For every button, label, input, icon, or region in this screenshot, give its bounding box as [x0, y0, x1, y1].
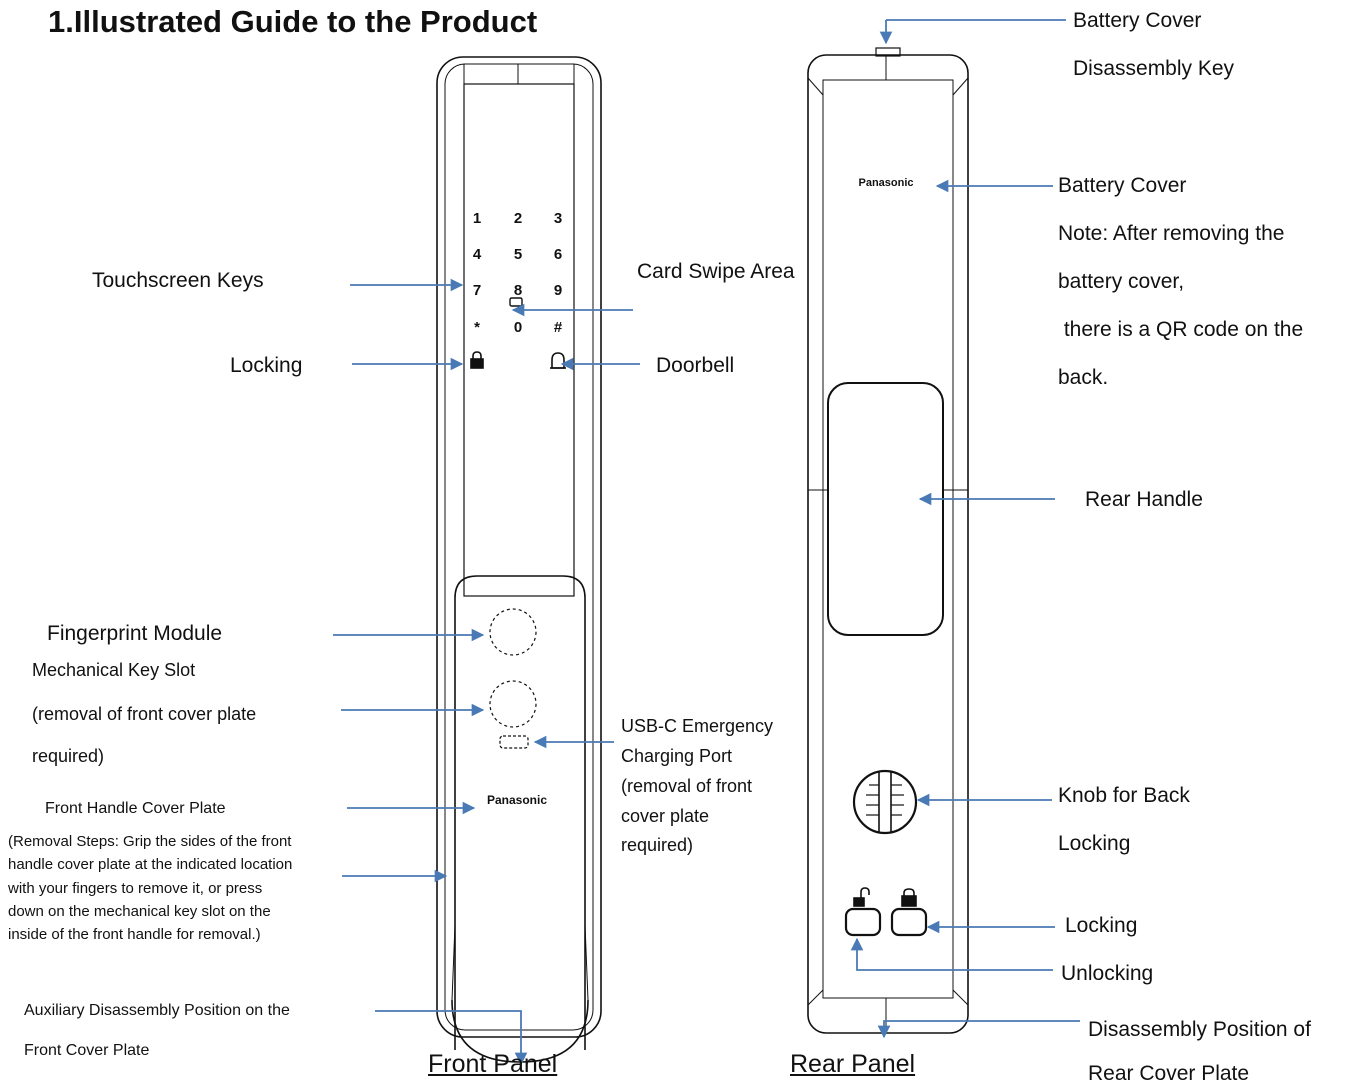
rear-lock-icon — [901, 888, 917, 907]
removal-steps-line-4: down on the mechanical key slot on the — [8, 902, 271, 920]
rear-panel-inner — [822, 79, 954, 999]
unlock-icon — [853, 887, 870, 907]
touchscreen-area — [463, 83, 575, 597]
label-note-1: Note: After removing the — [1058, 222, 1285, 245]
callout-arrows — [333, 19, 1080, 1066]
label-usbc-2: Charging Port — [621, 746, 733, 766]
label-rear-cover-1: Disassembly Position of — [1088, 1018, 1311, 1041]
front-panel — [436, 56, 602, 1063]
keypad: 1 2 3 4 5 6 7 8 9 * 0 # — [473, 210, 563, 336]
label-note-2: battery cover, — [1058, 270, 1185, 293]
fingerprint-sensor — [489, 608, 537, 656]
label-battery-cover-key-2: Disassembly Key — [1073, 57, 1235, 80]
caption-rear-panel: Rear Panel — [790, 1050, 916, 1078]
keypad-key: 9 — [554, 282, 562, 299]
front-handle-cover-plate — [454, 575, 586, 1050]
arrow-unlocking — [850, 937, 1053, 971]
label-card-swipe-area: Card Swipe Area — [637, 260, 795, 283]
label-removal-steps: (Removal Steps: Grip the sides of the fr… — [8, 830, 292, 946]
rear-panel — [807, 47, 969, 1034]
label-aux-disassembly-1: Auxiliary Disassembly Position on the — [24, 1002, 290, 1019]
label-usbc-1: USB-C Emergency — [621, 716, 774, 736]
keypad-key: 0 — [514, 319, 522, 336]
keypad-key: 3 — [554, 210, 562, 227]
keypad-key: 5 — [514, 246, 522, 263]
front-panel-top-cap — [463, 63, 575, 85]
rear-brand: Panasonic — [858, 177, 913, 189]
keypad-key: 7 — [473, 282, 481, 299]
keypad-key: 4 — [473, 246, 482, 263]
label-doorbell: Doorbell — [656, 354, 735, 377]
removal-steps-line-5: inside of the front handle for removal.) — [8, 926, 261, 943]
keypad-key: * — [474, 319, 480, 336]
unlock-button — [844, 907, 882, 937]
label-knob-2: Locking — [1058, 832, 1131, 855]
battery-cover-key — [875, 47, 901, 57]
front-brand: Panasonic — [487, 793, 547, 807]
label-aux-disassembly-2: Front Cover Plate — [24, 1042, 150, 1059]
keypad-key: 8 — [514, 282, 522, 299]
label-locking-front: Locking — [230, 354, 303, 377]
keypad-key: 6 — [554, 246, 562, 263]
arrow-aux-disassembly — [375, 1010, 528, 1066]
label-battery-cover-key-1: Battery Cover — [1073, 9, 1202, 32]
front-panel-outer — [436, 56, 602, 1038]
removal-steps-line-1: (Removal Steps: Grip the sides of the fr… — [8, 833, 292, 850]
label-mech-key-slot-2: (removal of front cover plate — [32, 704, 257, 724]
lock-icon — [470, 351, 484, 369]
front-panel-inner-edge — [444, 63, 594, 1031]
label-knob-1: Knob for Back — [1058, 784, 1190, 807]
page-title: 1.Illustrated Guide to the Product — [48, 4, 538, 39]
arrow-rear-cover — [877, 1020, 1080, 1039]
label-usbc-4: cover plate — [621, 806, 710, 826]
label-note-4: back. — [1058, 366, 1109, 389]
label-rear-handle: Rear Handle — [1085, 488, 1203, 511]
label-rear-cover-2: Rear Cover Plate — [1088, 1062, 1250, 1085]
removal-steps-line-3: with your fingers to remove it, or press — [8, 879, 263, 897]
rear-handle — [827, 382, 944, 636]
mechanical-key-slot — [489, 680, 537, 728]
bell-icon — [550, 352, 566, 369]
label-locking-rear: Locking — [1065, 914, 1138, 937]
label-unlocking: Unlocking — [1061, 962, 1154, 985]
label-usbc-3: (removal of front — [621, 776, 753, 796]
label-battery-cover: Battery Cover — [1058, 174, 1187, 197]
usbc-port — [499, 735, 529, 749]
label-mech-key-slot-1: Mechanical Key Slot — [32, 660, 196, 680]
lock-button — [890, 907, 928, 937]
label-note-3: there is a QR code on the — [1058, 318, 1304, 341]
keypad-key: # — [554, 319, 563, 336]
label-usbc-5: required) — [621, 835, 694, 855]
caption-front-panel: Front Panel — [428, 1050, 558, 1078]
card-swipe-icon — [509, 297, 523, 307]
keypad-key: 2 — [514, 210, 522, 227]
keypad-key: 1 — [473, 210, 481, 227]
back-lock-knob — [852, 769, 918, 835]
removal-steps-line-2: handle cover plate at the indicated loca… — [8, 856, 293, 874]
label-touchscreen-keys: Touchscreen Keys — [92, 269, 264, 292]
label-fingerprint-module: Fingerprint Module — [47, 622, 223, 645]
label-front-handle-cover: Front Handle Cover Plate — [45, 800, 226, 817]
label-mech-key-slot-3: required) — [32, 746, 105, 766]
